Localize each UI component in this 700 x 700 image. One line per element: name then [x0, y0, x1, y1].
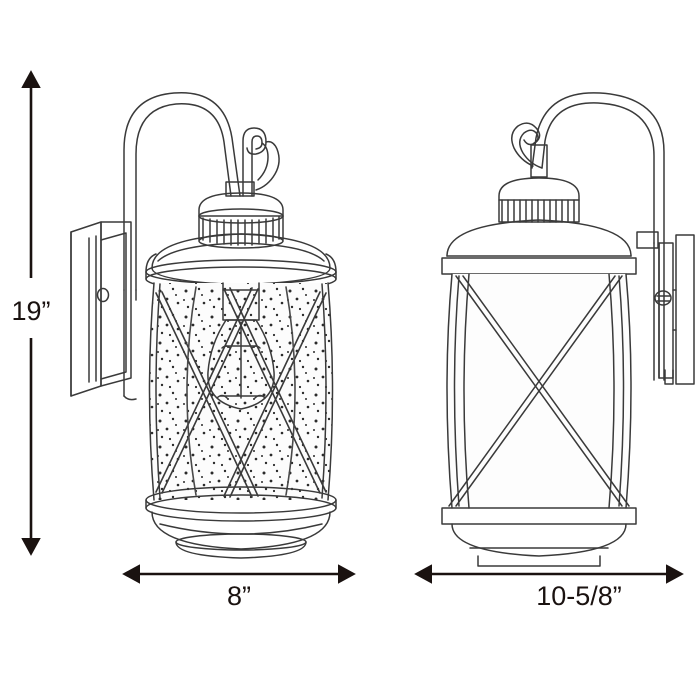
height-dimension: 19” [4, 70, 58, 556]
wall-mount-backplate [70, 221, 132, 397]
base-rings [145, 486, 337, 559]
mount-screw-icon [654, 290, 672, 306]
wall-mount-backplate-edge [654, 234, 695, 385]
base-rings [441, 507, 637, 567]
shepherd-hook-arm [123, 91, 241, 401]
front-view-lantern [441, 92, 695, 567]
height-dimension-label: 19” [11, 296, 50, 326]
scroll-finial [242, 127, 280, 197]
dome-top [441, 219, 637, 275]
x-cross-bands [448, 273, 630, 509]
shepherd-hook-arm [531, 92, 665, 381]
width-front-dimension-label: 10-5/8” [536, 581, 622, 611]
criss-cross-bands [155, 286, 327, 498]
side-view-lantern [70, 91, 337, 559]
mount-screw-icon [96, 287, 110, 303]
width-side-dimension: 8” [122, 564, 356, 611]
width-front-dimension: 10-5/8” [414, 564, 684, 611]
width-side-dimension-label: 8” [227, 581, 251, 611]
fluted-collar [198, 181, 284, 249]
spiral-scroll-finial [511, 122, 543, 169]
dome-top [145, 233, 337, 292]
fluted-collar [498, 144, 580, 223]
edison-bulb [207, 282, 275, 410]
